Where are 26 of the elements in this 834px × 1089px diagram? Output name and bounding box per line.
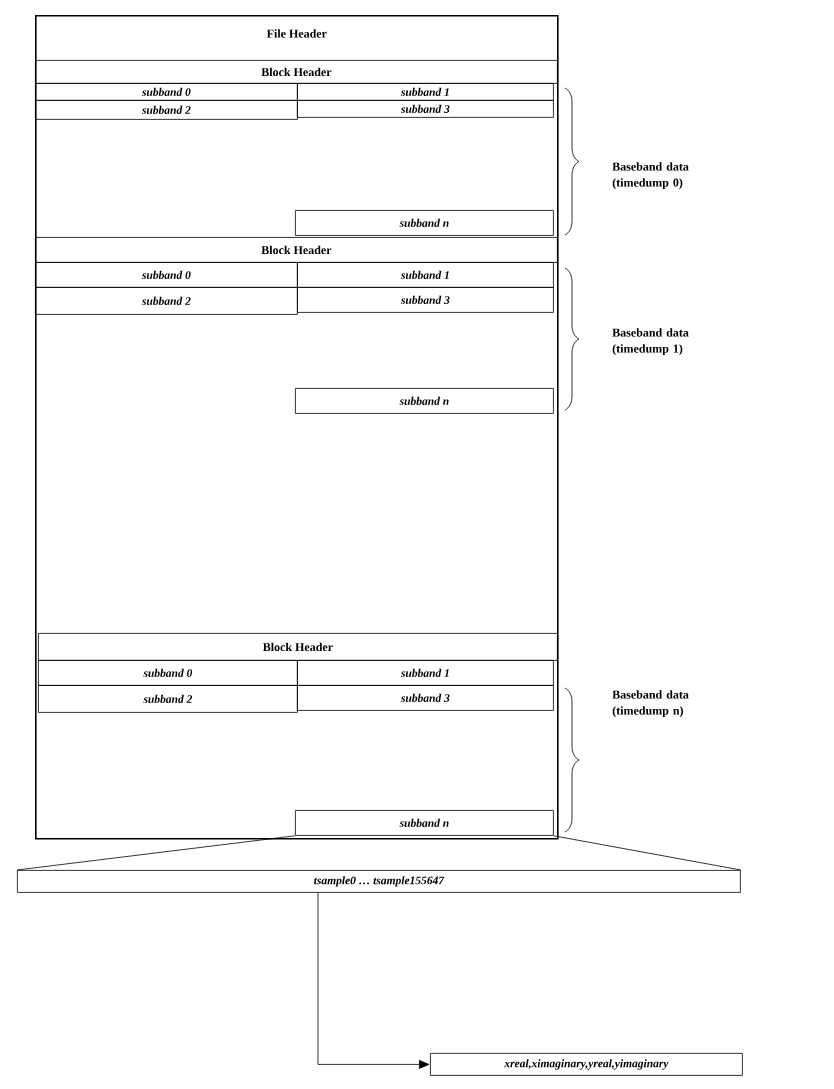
data-cell: subband 0: [35, 83, 298, 101]
header-row: Block Header: [35, 237, 558, 263]
data-cell: subband 1: [297, 262, 554, 288]
data-cell: xreal,ximaginary,yreal,yimaginary: [430, 1053, 743, 1076]
data-cell: subband n: [295, 210, 554, 236]
data-cell: subband 0: [35, 262, 298, 288]
data-cell: subband 3: [297, 100, 554, 118]
connector-line: [317, 892, 430, 1069]
data-cell: subband 3: [297, 287, 554, 313]
connector-line: [553, 835, 742, 871]
data-cell: subband 2: [35, 100, 298, 120]
data-cell: subband 0: [38, 660, 298, 686]
data-cell: subband n: [295, 810, 554, 836]
data-cell: tsample0 … tsample155647: [17, 870, 741, 893]
connector-line: [16, 835, 296, 871]
data-cell: subband 1: [297, 660, 554, 686]
data-cell: subband 2: [38, 685, 298, 713]
data-cell: subband 2: [35, 287, 298, 315]
brace-label: Baseband data (timedump 0): [612, 162, 689, 190]
data-cell: subband n: [295, 388, 554, 414]
header-row: Block Header: [38, 633, 558, 661]
data-cell: subband 3: [297, 685, 554, 711]
data-cell: subband 1: [297, 83, 554, 101]
brace-label: Baseband data (timedump 1): [612, 328, 689, 356]
brace-label: Baseband data (timedump n): [612, 690, 689, 718]
header-row: Block Header: [35, 60, 558, 84]
